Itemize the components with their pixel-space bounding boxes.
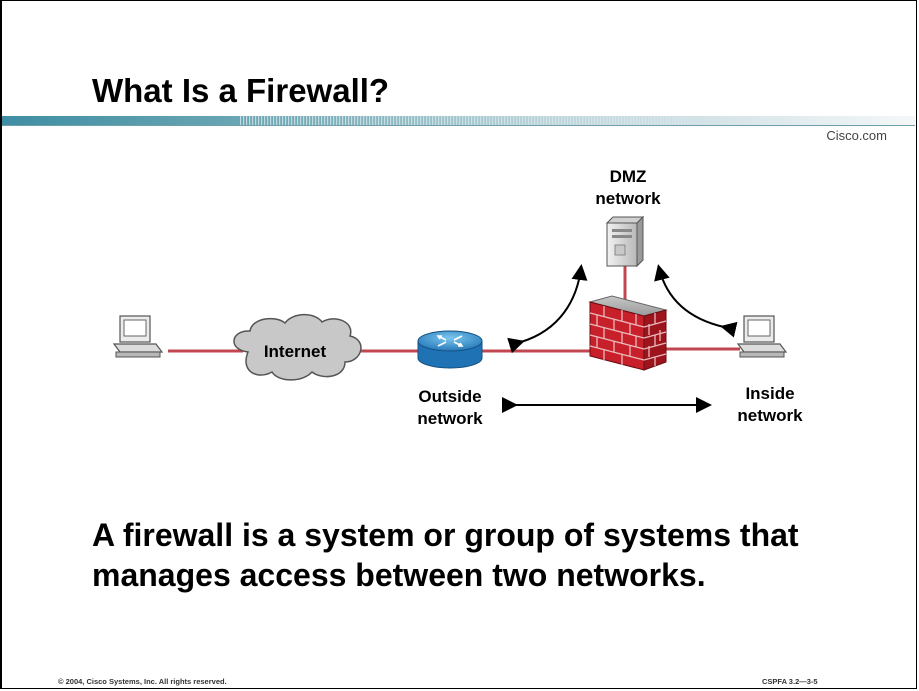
outside-label-line2: network [417,409,483,428]
pc-icon [736,315,788,358]
dmz-label-line1: DMZ [609,167,647,186]
outside-label-line1: Outside [418,387,482,406]
inside-network-label: Inside network [722,383,818,427]
slide-title: What Is a Firewall? [92,72,390,109]
dmz-label-line2: network [595,189,661,208]
course-code-footer: CSPFA 3.2—3-5 [762,677,818,686]
firewall-icon [588,295,668,371]
router-icon [417,330,483,369]
inside-label-line2: network [737,406,803,425]
pc-icon [112,315,164,358]
arrow-outside-dmz [507,264,588,354]
traffic-arrows [502,264,738,413]
cloud-icon [233,313,362,381]
dmz-network-label: DMZ network [588,166,668,210]
internet-label: Internet [263,342,327,361]
brand-text: Cisco.com [826,128,887,143]
firewall-definition: A firewall is a system or group of syste… [92,517,799,593]
inside-label-line1: Inside [745,384,795,403]
copyright-footer: © 2004, Cisco Systems, Inc. All rights r… [58,677,227,686]
outside-network-label: Outside network [402,386,498,430]
server-icon [605,215,645,268]
arrow-inside-dmz [654,264,738,338]
header-band [2,116,915,126]
